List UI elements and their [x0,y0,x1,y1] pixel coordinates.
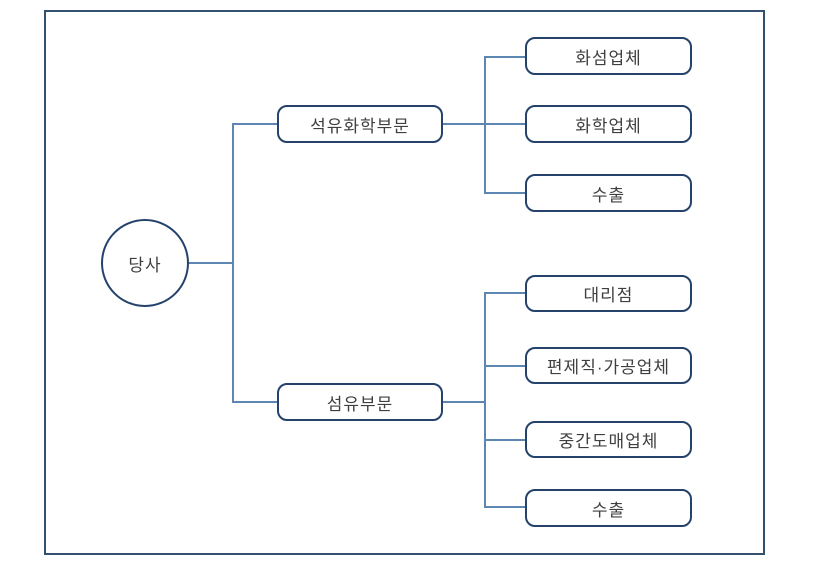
root-node-company: 당사 [101,219,189,307]
leaf-box-knitting-processing-companies: 편제직·가공업체 [525,347,692,384]
connector-root-to-trunk [188,262,234,264]
connector-trunk-to-textile [233,401,277,403]
leaf-box-chemical-companies: 화학업체 [525,105,692,143]
leaf-box-intermediate-wholesalers: 중간도매업체 [525,421,692,458]
branch-box-petrochemical: 석유화학부문 [277,105,443,143]
diagram-frame-border [44,10,765,555]
root-node-label: 당사 [128,255,162,275]
leaf-box-export-textile: 수출 [525,489,692,527]
leaf-agency-label: 대리점 [583,286,634,305]
connector-to-intermediate-wholesaler [485,439,525,441]
leaf-knitting-processing-label: 편제직·가공업체 [546,358,671,377]
connector-to-agency [485,292,525,294]
connector-left-trunk [232,123,234,403]
leaf-export-petro-label: 수출 [591,185,626,205]
leaf-intermediate-wholesaler-label: 중간도매업체 [558,432,659,451]
connector-to-knitting-processing [485,365,525,367]
connector-to-export-top [485,192,525,194]
leaf-chemical-fiber-label: 화섬업체 [575,48,642,68]
connector-right-trunk-bottom [484,292,486,508]
connector-to-chemical-fiber [485,56,525,58]
branch-petrochemical-label: 석유화학부문 [310,116,410,136]
branch-textile-label: 섬유부문 [326,394,394,414]
leaf-export-textile-label: 수출 [591,500,626,520]
leaf-box-export-petrochemical: 수출 [525,174,692,212]
leaf-box-agencies: 대리점 [525,275,692,312]
connector-to-export-bottom [485,506,525,508]
connector-right-trunk-top [484,56,486,194]
connector-trunk-to-petrochemical [233,123,277,125]
branch-box-textile: 섬유부문 [277,383,443,421]
leaf-chemical-label: 화학업체 [575,116,642,136]
leaf-box-chemical-fiber-companies: 화섬업체 [525,37,692,75]
connector-textile-to-right-trunk [443,401,485,403]
